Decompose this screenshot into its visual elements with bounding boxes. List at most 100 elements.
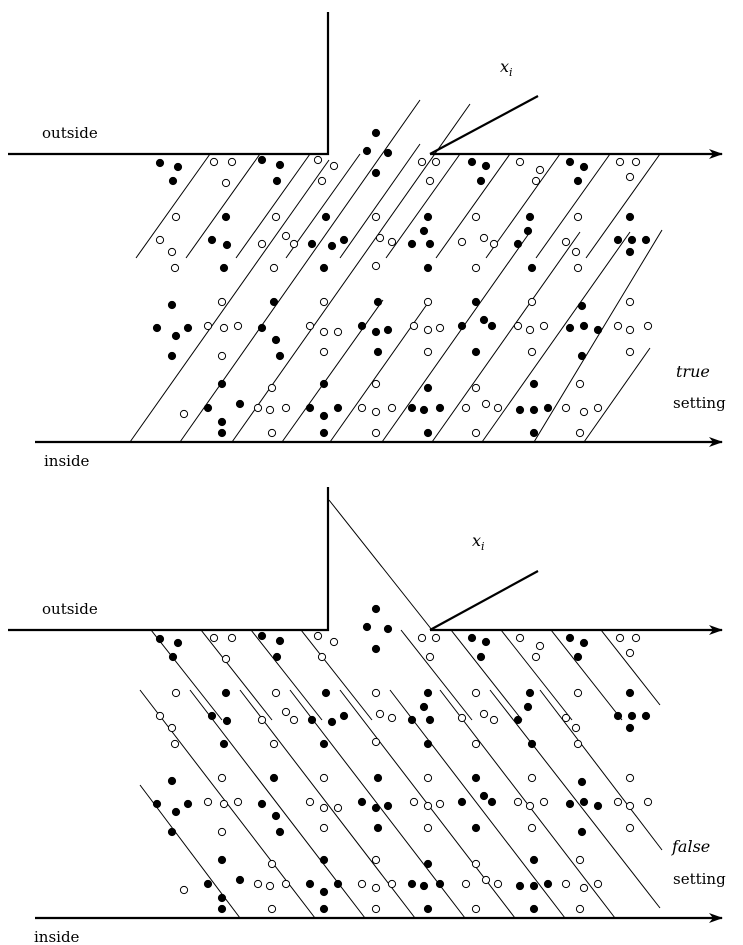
filled-dot <box>203 403 213 413</box>
filled-dot <box>235 399 245 409</box>
filled-dot <box>529 881 539 891</box>
open-dot <box>515 157 525 167</box>
strip-line <box>431 231 581 443</box>
filled-dot <box>423 904 433 914</box>
filled-dot <box>167 300 177 310</box>
open-dot <box>435 799 445 809</box>
filled-dot <box>362 146 372 156</box>
open-dot <box>625 325 635 335</box>
filled-dot <box>173 162 183 172</box>
open-dot <box>571 247 581 257</box>
filled-dot <box>152 799 162 809</box>
open-dot <box>479 709 489 719</box>
open-dot <box>267 859 277 869</box>
filled-dot <box>419 226 429 236</box>
open-dot <box>431 157 441 167</box>
open-dot <box>561 237 571 247</box>
open-dot <box>593 879 603 889</box>
open-dot <box>435 323 445 333</box>
open-dot <box>371 428 381 438</box>
strip-line <box>179 99 421 443</box>
open-dot <box>317 176 327 186</box>
filled-dot <box>476 176 486 186</box>
outside-boundary-left <box>8 12 330 156</box>
filled-dot <box>167 827 177 837</box>
open-dot <box>253 879 263 889</box>
open-dot <box>573 263 583 273</box>
open-dot <box>575 379 585 389</box>
open-dot <box>409 797 419 807</box>
filled-dot <box>579 162 589 172</box>
outside-boundary-left <box>8 487 330 632</box>
filled-dot <box>203 879 213 889</box>
open-dot <box>423 773 433 783</box>
open-dot <box>539 797 549 807</box>
open-dot <box>371 212 381 222</box>
strip-line <box>500 629 573 721</box>
open-dot <box>371 737 381 747</box>
filled-dot <box>527 739 537 749</box>
diagonal-lines <box>139 499 663 919</box>
open-dot <box>219 799 229 809</box>
filled-dot <box>573 652 583 662</box>
filled-dot <box>625 688 635 698</box>
filled-dot <box>171 331 181 341</box>
open-dot <box>561 403 571 413</box>
open-dot <box>319 803 329 813</box>
filled-dot <box>543 403 553 413</box>
open-dot <box>253 403 263 413</box>
filled-dot <box>269 773 279 783</box>
open-dot <box>425 176 435 186</box>
filled-dot <box>515 881 525 891</box>
filled-dot <box>319 379 329 389</box>
open-dot <box>170 263 180 273</box>
filled-dot <box>257 631 267 641</box>
inside-label: inside <box>34 928 80 945</box>
filled-dot <box>407 715 417 725</box>
open-dot <box>625 297 635 307</box>
filled-dot <box>423 383 433 393</box>
filled-dot <box>275 827 285 837</box>
filled-dot <box>155 634 165 644</box>
strip-line <box>450 629 523 721</box>
filled-dot <box>523 226 533 236</box>
open-dot <box>357 879 367 889</box>
filled-dot <box>625 247 635 257</box>
open-dot <box>631 633 641 643</box>
filled-dot <box>467 633 477 643</box>
open-dot <box>531 652 541 662</box>
open-dot <box>527 773 537 783</box>
filled-dot <box>217 904 227 914</box>
open-dot <box>531 176 541 186</box>
open-dot <box>233 321 243 331</box>
filled-dot <box>271 335 281 345</box>
open-dot <box>313 631 323 641</box>
open-dot <box>489 239 499 249</box>
open-dot <box>573 212 583 222</box>
setting-label: setting <box>673 870 726 888</box>
strip-line <box>533 229 663 443</box>
filled-dot <box>577 827 587 837</box>
filled-dot <box>217 893 227 903</box>
open-dot <box>457 713 467 723</box>
open-dot <box>461 403 471 413</box>
open-dot <box>615 157 625 167</box>
open-dot <box>471 739 481 749</box>
filled-dot <box>373 823 383 833</box>
open-dot <box>329 637 339 647</box>
open-dot <box>217 297 227 307</box>
filled-dot <box>339 711 349 721</box>
mode-label: true <box>676 362 710 381</box>
filled-dot <box>467 157 477 167</box>
open-dot <box>625 773 635 783</box>
filled-dot <box>641 711 651 721</box>
open-dot <box>625 801 635 811</box>
filled-dot <box>565 799 575 809</box>
open-dot <box>267 428 277 438</box>
open-dot <box>171 212 181 222</box>
strip-line <box>235 153 311 259</box>
open-dot <box>227 633 237 643</box>
open-dot <box>217 351 227 361</box>
strip-line <box>585 153 661 259</box>
open-dot <box>481 399 491 409</box>
